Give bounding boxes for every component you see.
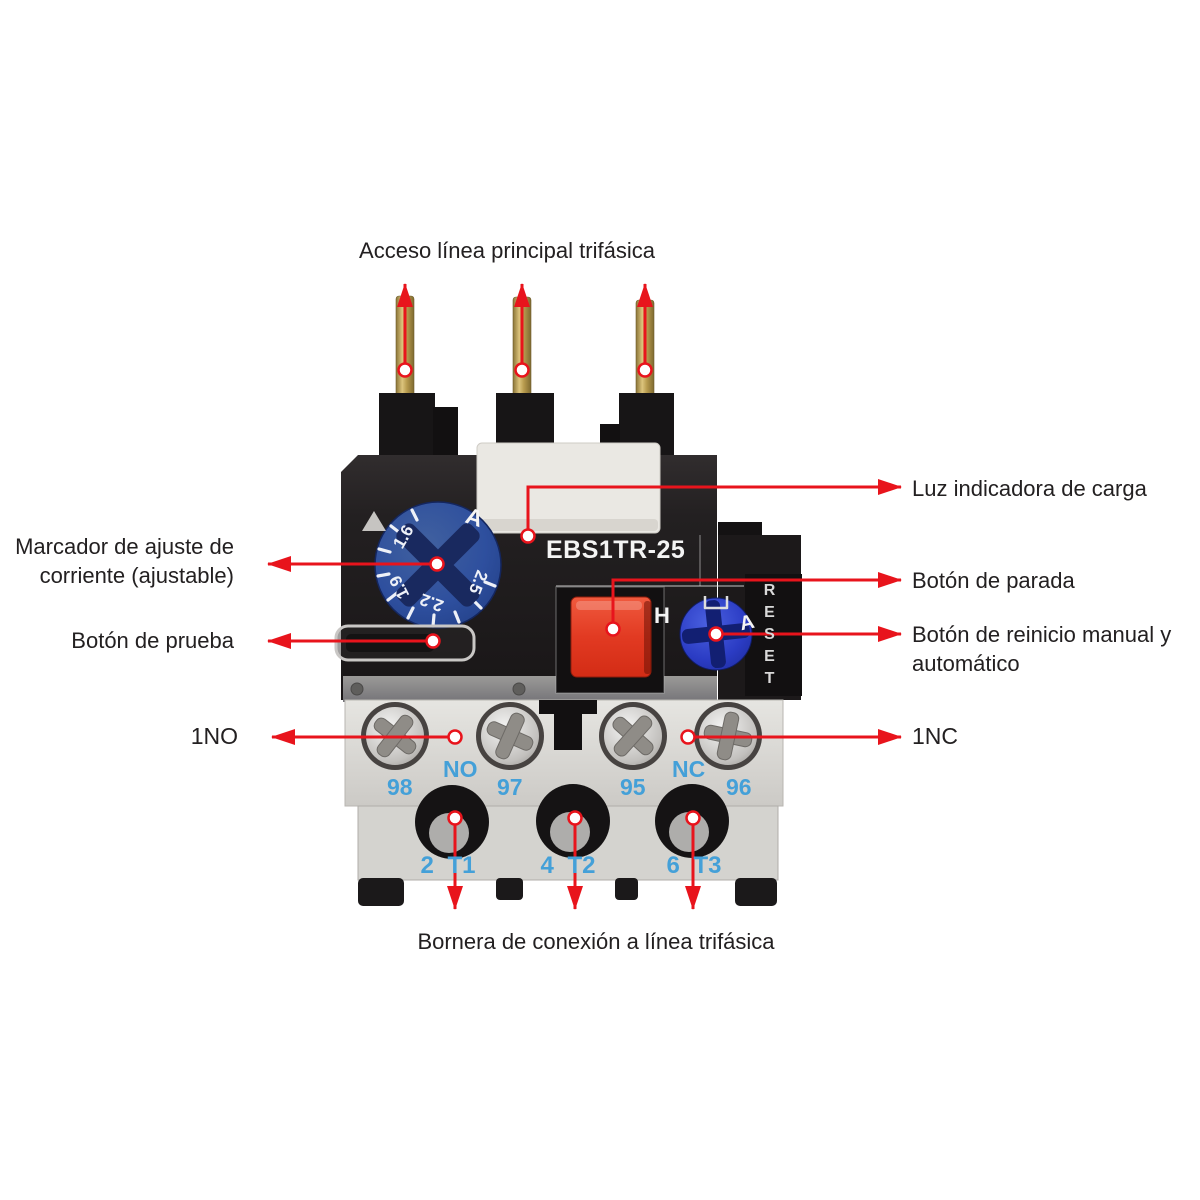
pin-base-1-step [433,407,458,458]
rivet [350,682,364,696]
reset-strip-label: RESET [761,582,778,692]
label-current-adjust: Marcador de ajuste de corriente (ajustab… [0,532,234,590]
screw-95 [599,702,667,770]
body-right-bump [718,522,762,536]
terminal-96: 96 [726,774,752,800]
aux-terminal-screws [361,702,762,770]
label-reset-line2: automático [912,651,1020,676]
label-test-button: Botón de prueba [71,628,234,653]
terminal-6t3: 6 T3 [666,852,722,879]
label-1nc: 1NC [912,723,959,749]
label-reset-button: Botón de reinicio manual y automático [912,620,1171,678]
label-load-terminals: Bornera de conexión a línea trifásica [417,929,775,954]
mounting-feet [358,878,777,906]
label-1no: 1NO [190,723,238,749]
terminal-no-label: NO [443,756,478,782]
annotation-arrows [267,283,902,910]
model-number: EBS1TR-25 [546,536,686,564]
pin-base-1 [379,393,435,458]
screw-97 [476,702,544,770]
annotation-anchor-dots [397,362,724,826]
terminal-97: 97 [497,774,523,800]
center-divider-tab [539,700,597,750]
label-main-line-access: Acceso línea principal trifásica [359,238,655,263]
dial-pointer-mark [362,511,386,531]
stop-button [570,596,652,678]
label-reset-line1: Botón de reinicio manual y [912,622,1172,647]
arrow-load-light [526,479,902,536]
terminal-nc-label: NC [672,756,706,782]
label-load-light: Luz indicadora de carga [912,476,1147,501]
label-adjust-line1: Marcador de ajuste de [15,534,234,559]
stop-button-h-label: H [654,603,670,628]
test-lever [334,624,476,662]
terminal-2t1: 2 T1 [420,852,476,879]
arrow-stop-button [611,572,902,629]
terminal-95: 95 [620,774,646,800]
rivet [512,682,526,696]
label-stop-button: Botón de parada [912,568,1075,593]
main-line-pins [379,295,674,458]
terminal-98: 98 [387,774,413,800]
terminal-4t2: 4 T2 [540,852,596,879]
label-adjust-line2: corriente (ajustable) [39,563,234,588]
